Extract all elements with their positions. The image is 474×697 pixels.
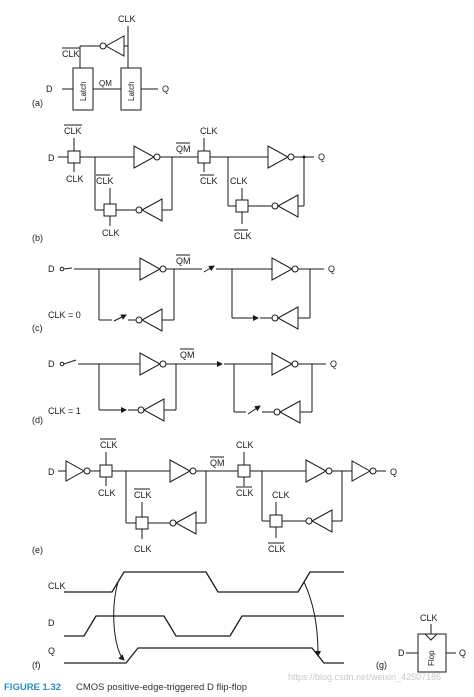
q-output-label: Q [459, 648, 466, 658]
flop-symbol [417, 633, 447, 673]
q-output-label: Q [390, 467, 397, 477]
qm-label: QM [99, 79, 112, 88]
clk-bar-label: CLK [62, 49, 80, 59]
d-input-label: D [398, 648, 405, 658]
inverter-2 [271, 257, 294, 281]
clk-bar-label: CLK [100, 440, 118, 450]
clk-label: CLK [236, 440, 254, 450]
feedback-inverter-1 [174, 511, 197, 535]
clk-label: CLK [98, 488, 116, 498]
transmission-gate-2 [135, 516, 149, 530]
clk-bar-label: CLK [64, 126, 82, 136]
clk-bar-label: CLK [236, 488, 254, 498]
clk-label: CLK [230, 176, 248, 186]
panel-b-label: (b) [32, 233, 43, 243]
panel-a: CLK CLK Latch Latch D QM Q (a) [32, 14, 169, 111]
d-input-label: D [48, 153, 55, 163]
inverter-1 [169, 459, 192, 483]
inverter-2 [267, 145, 290, 169]
clk-bar-label: CLK [234, 231, 252, 241]
feedback-inverter-1 [140, 308, 163, 332]
inverter-1 [139, 257, 162, 281]
clk-label: CLK [272, 490, 290, 500]
panel-e-label: (e) [32, 545, 43, 555]
clk-label: CLK [134, 544, 152, 554]
clk-label: CLK [66, 174, 84, 184]
clk-bar-label: CLK [96, 176, 114, 186]
clk-wave-label: CLK [48, 581, 66, 591]
clock-edge-triangle [424, 633, 438, 641]
q-waveform [64, 647, 344, 664]
latch-2-label: Latch [127, 81, 136, 101]
feedback-inverter-2 [310, 509, 333, 533]
feedback-inverter-2 [276, 194, 299, 218]
clk-label: CLK [118, 14, 136, 24]
q-output-label: Q [162, 84, 169, 94]
transmission-gate-4 [269, 514, 283, 528]
figure-number: FIGURE 1.32 [4, 682, 61, 693]
panel-d-label: (d) [32, 415, 43, 425]
input-inverter [65, 460, 86, 482]
clk-label: CLK [102, 228, 120, 238]
clk-bar-label: CLK [134, 490, 152, 500]
inverter-1 [139, 352, 162, 376]
qm-bar-label: QM [210, 458, 225, 468]
panel-f-label: (f) [32, 660, 41, 670]
panel-a-label: (a) [32, 98, 43, 108]
inverter-2 [305, 459, 328, 483]
d-input-label: D [48, 264, 55, 274]
clock-inverter [104, 35, 125, 57]
clk-bar-label: CLK [268, 544, 286, 554]
watermark: https://blog.csdn.net/weixin_42507186 [288, 672, 441, 682]
inverter-2 [271, 352, 294, 376]
feedback-inverter-2 [278, 400, 301, 424]
flop-label: Flop [427, 650, 436, 666]
d-input-label: D [48, 359, 55, 369]
feedback-inverter-1 [142, 398, 165, 422]
transmission-gate-2 [103, 203, 117, 217]
feedback-inverter-2 [276, 306, 299, 330]
d-wave-label: D [48, 618, 55, 628]
panel-f: CLK D Q (f) [32, 571, 344, 670]
clk-state-label: CLK = 1 [48, 406, 81, 416]
panel-c: D QM CLK = 0 Q (c) [32, 254, 335, 333]
transmission-gate-3 [197, 150, 211, 164]
qm-bar-label: QM [180, 350, 195, 360]
latch-1-label: Latch [79, 81, 88, 101]
panel-c-label: (c) [32, 323, 43, 333]
inverter-1 [133, 145, 156, 169]
q-wave-label: Q [48, 646, 55, 656]
cause-arrow-2 [303, 581, 321, 657]
qm-bar-label: QM [176, 256, 191, 266]
transmission-gate-3 [237, 464, 251, 478]
transmission-gate-1 [99, 464, 113, 478]
clk-state-label: CLK = 0 [48, 310, 81, 320]
output-inverter [351, 460, 372, 482]
panel-g-label: (g) [376, 660, 387, 670]
figure-caption: CMOS positive-edge-triggered D flip-flop [76, 682, 247, 693]
clk-waveform [64, 571, 344, 593]
panel-e: D CLK CLK QM CLK CLK CLK CLK [32, 438, 397, 555]
qm-bar-label: QM [176, 144, 191, 154]
panel-b: CLK D CLK QM CLK CLK CLK CLK [32, 124, 325, 243]
transmission-gate-1 [67, 150, 81, 164]
q-output-label: Q [318, 152, 325, 162]
q-output-label: Q [330, 359, 337, 369]
d-input-label: D [48, 467, 55, 477]
panel-g: CLK Flop D Q (g) [376, 613, 466, 673]
feedback-inverter-1 [140, 198, 163, 222]
clk-bar-label: CLK [200, 176, 218, 186]
clk-label: CLK [420, 613, 438, 623]
clk-label: CLK [200, 126, 218, 136]
d-waveform [64, 615, 344, 637]
panel-d: D QM CLK = 1 Q (d) [32, 348, 337, 425]
q-output-label: Q [328, 264, 335, 274]
transmission-gate-4 [235, 199, 249, 213]
d-input-label: D [46, 84, 53, 94]
cause-arrow-1 [113, 581, 125, 661]
